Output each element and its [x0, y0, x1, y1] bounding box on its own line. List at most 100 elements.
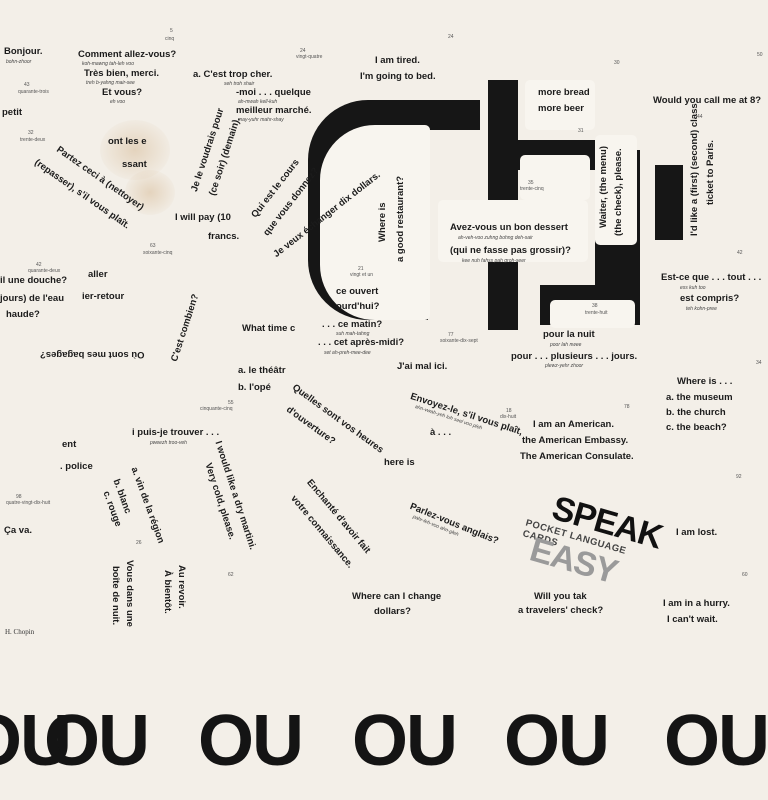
- number-label: 32: [28, 130, 34, 136]
- phrase: meilleur marché.: [236, 105, 312, 116]
- ink-shape: [420, 100, 480, 130]
- phrase: ent: [62, 439, 77, 450]
- number-label: cinq: [165, 36, 175, 42]
- phrase-card: [595, 135, 637, 245]
- phrase: ce ouvert: [336, 286, 379, 297]
- phrase-card: [550, 300, 635, 328]
- phrase: a. the museum: [666, 392, 733, 403]
- number-label: 43: [24, 82, 30, 88]
- number-label: 18: [506, 408, 512, 414]
- phrase: I will pay (10: [175, 212, 231, 223]
- phrase: Et vous?: [102, 87, 143, 98]
- phrase: J'ai mal ici.: [397, 361, 448, 372]
- phrase: I am in a hurry.: [663, 598, 730, 609]
- phrase: pour la nuit: [543, 329, 595, 340]
- phrase: boîte de nuit.: [110, 566, 121, 626]
- page-number: 34: [756, 360, 762, 366]
- pronunciation: kee nuh fahss pah groh-seer: [462, 258, 526, 264]
- number-label: 5: [170, 28, 173, 34]
- page-number: 24: [448, 34, 454, 40]
- phrase: Waiter, (the menu): [598, 146, 609, 228]
- phrase: I can't wait.: [667, 614, 718, 625]
- phrase: Avez-vous un bon dessert: [450, 222, 568, 233]
- phrase: aller: [88, 269, 108, 280]
- phrase: I'm going to bed.: [360, 71, 436, 82]
- phrase: est compris?: [680, 293, 740, 304]
- phrase: (qui ne fasse pas grossir)?: [450, 245, 571, 256]
- phrase: more beer: [538, 103, 584, 114]
- number-label: 42: [36, 262, 42, 268]
- phrase: a. C'est trop cher.: [193, 69, 273, 80]
- phrase: Where can I change: [352, 591, 442, 602]
- phrase: Ça va.: [4, 525, 32, 536]
- number-label: 35: [528, 180, 534, 186]
- phrase: il une douche?: [0, 275, 68, 286]
- number-label: 55: [228, 400, 234, 406]
- page-number: 92: [736, 474, 742, 480]
- phrase: b. l'opé: [238, 382, 271, 393]
- phrase: I'd like a (first) (second) class: [689, 103, 700, 236]
- phrase: . . . cet après-midi?: [318, 337, 405, 348]
- number-label: trente-huit: [585, 310, 608, 316]
- number-label: 38: [592, 303, 598, 309]
- phrase: here is: [384, 457, 415, 468]
- ou-text: OU: [198, 701, 304, 781]
- phrase-card: [525, 80, 595, 130]
- phrase: Where is: [377, 202, 388, 242]
- ou-text: OU: [352, 701, 458, 781]
- phrase: Comment allez-vous?: [78, 49, 177, 60]
- number-label: vingt et un: [350, 272, 374, 278]
- page-number: 44: [697, 114, 703, 120]
- pronunciation: ah-mwah kell-kuh: [238, 99, 278, 105]
- phrase: . police: [60, 461, 93, 472]
- phrase: Au revoir.: [176, 565, 187, 609]
- coffee-stain: [100, 120, 170, 180]
- phrase: dollars?: [374, 606, 411, 617]
- phrase: jours) de l'eau: [0, 293, 65, 304]
- number-label: 26: [136, 540, 142, 546]
- pronunciation: koh-mawng tah-leh voo: [82, 61, 134, 67]
- page-number: 31: [578, 128, 584, 134]
- phrase-bonjour: Bonjour.: [4, 46, 43, 57]
- page-number: 50: [757, 52, 763, 58]
- phrase: Will you tak: [534, 591, 587, 602]
- pronunciation: ah-veh-voo zuhng bohng deh-sair: [458, 235, 533, 241]
- phrase: À bientôt.: [162, 570, 173, 614]
- phrase: I am an American.: [533, 419, 614, 430]
- phrase: haude?: [6, 309, 40, 320]
- phrase: . . . ce matin?: [322, 319, 383, 330]
- phrase: I am lost.: [676, 527, 718, 538]
- phrase-card: [520, 155, 590, 200]
- pronunciation: eh voo: [110, 99, 126, 105]
- phrase: b. the church: [666, 407, 726, 418]
- number-label: 24: [300, 48, 306, 54]
- phrase-card: [438, 200, 588, 262]
- pronunciation: seh troh shair: [224, 81, 255, 87]
- phrase: c. the beach?: [666, 422, 727, 433]
- number-label: 42: [737, 250, 743, 256]
- phrase: Would you call me at 8?: [653, 95, 762, 106]
- number-label: soixante-cinq: [143, 250, 173, 256]
- number-label: trente-deux: [20, 137, 46, 143]
- phrase: a. le théâtr: [238, 365, 286, 376]
- number-label: cinquante-cinq: [200, 406, 233, 412]
- pronunciation: treh b-yahng mair-see: [86, 80, 135, 86]
- number-label: soixante-dix-sept: [440, 338, 478, 344]
- pronunciation: suh mah-tahng: [336, 331, 370, 337]
- phrase: Where is . . .: [677, 376, 733, 387]
- pronunciation: ess kuh too: [680, 285, 706, 291]
- phrase: ier-retour: [82, 291, 125, 302]
- number-label: quarante-trois: [18, 89, 49, 95]
- number-label: 63: [150, 243, 156, 249]
- ou-text: OU: [44, 701, 150, 781]
- phrase: ourd'hui?: [336, 301, 380, 312]
- phrase: à . . .: [430, 427, 452, 438]
- number-label: dix-huit: [500, 414, 517, 420]
- phrase: Où sont mes bagages?: [40, 348, 145, 360]
- number-label: quatre-vingt-dix-huit: [6, 500, 51, 506]
- artist-credit: H. Chopin: [5, 628, 35, 636]
- ou-text: OU: [0, 701, 72, 781]
- page-number: 78: [624, 404, 630, 410]
- phrase: Très bien, merci.: [84, 68, 159, 79]
